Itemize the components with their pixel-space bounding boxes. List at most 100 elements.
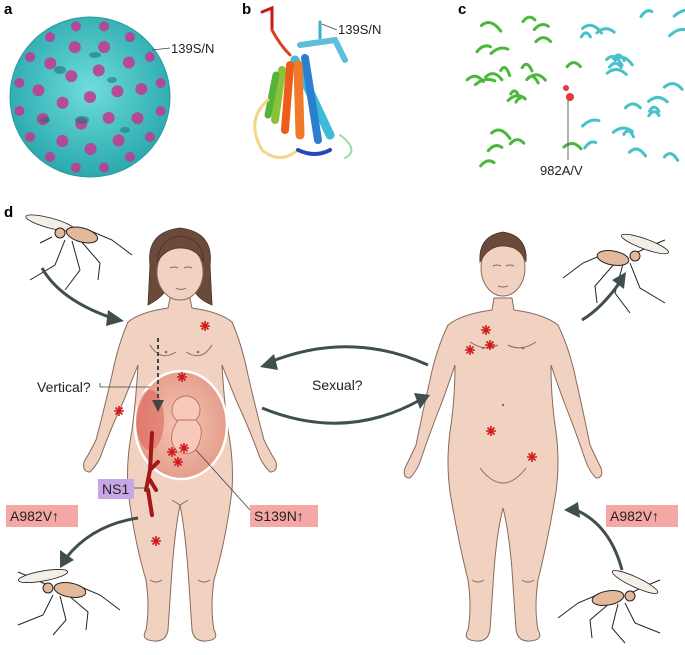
virion-spike <box>44 57 57 70</box>
ribbon-strand <box>579 31 592 39</box>
virion-spike <box>99 21 110 32</box>
virion-spike <box>45 151 55 162</box>
virion-spike <box>14 77 25 88</box>
rash-marker <box>114 406 124 416</box>
tag-s139n-text: S139N↑ <box>254 508 304 524</box>
virion-spike <box>111 85 124 98</box>
virion-spike <box>144 52 155 62</box>
virion-spikes <box>14 21 166 173</box>
rash-marker <box>485 340 495 350</box>
virion-spike <box>84 143 97 155</box>
mosquito-top-left <box>25 214 133 291</box>
virion-spike <box>45 32 55 43</box>
ribbon-strand <box>521 15 537 24</box>
ribbon-strand <box>562 142 583 151</box>
female-figure <box>83 227 277 642</box>
virion-spike <box>122 56 135 69</box>
tag-a982v-right: A982V↑ <box>606 505 678 527</box>
leader-b <box>321 23 338 31</box>
ribbon-strand <box>532 23 550 31</box>
ribbon-strand <box>639 9 654 18</box>
virion-spike <box>125 151 135 162</box>
ribbon-strand <box>506 94 526 102</box>
virion-spike <box>144 132 155 142</box>
virion-spike <box>155 106 166 117</box>
rash-marker <box>151 536 161 546</box>
ribbon-strand <box>612 53 626 63</box>
rash-marker <box>179 443 189 453</box>
ribbon-strand <box>526 73 547 82</box>
panel-letter-b: b <box>242 1 251 18</box>
ribbon-strand <box>479 159 496 168</box>
tag-a982v-right-text: A982V↑ <box>610 508 659 524</box>
protein-dimer-c <box>465 8 685 168</box>
rash-marker <box>465 345 475 355</box>
tag-ns1: NS1 <box>98 479 134 499</box>
ribbon-strand <box>662 152 680 162</box>
ribbon-strand <box>672 8 685 18</box>
ribbon-strand <box>583 140 598 150</box>
transmission-arrows <box>40 267 626 571</box>
ribbon-strand <box>484 72 504 82</box>
virion-spike <box>14 106 25 116</box>
ribbon-strand <box>479 21 503 33</box>
fetus <box>171 395 202 454</box>
mosquito-top-right <box>562 233 669 314</box>
virion-spike <box>125 32 135 43</box>
leader-a <box>151 47 171 51</box>
mosquito-bottom-left <box>17 569 121 636</box>
ribbon-strand <box>622 129 635 139</box>
virion-spike <box>56 135 69 147</box>
ribbon-strand <box>581 118 601 128</box>
rash-marker <box>167 447 177 457</box>
ribbon-strand <box>565 61 582 69</box>
tag-a982v-left-text: A982V↑ <box>10 508 59 524</box>
virion-structure <box>9 16 171 178</box>
leader-s139n <box>195 449 251 511</box>
virion-spike <box>71 21 81 32</box>
virion-spike <box>70 162 81 173</box>
virion-spike <box>155 78 166 88</box>
ribbon-strand <box>623 102 642 110</box>
ribbon-strand <box>627 147 647 158</box>
virion-spike <box>92 64 105 77</box>
virion-spike <box>84 91 96 103</box>
protein-ribbon-b <box>253 5 353 159</box>
virion-spike <box>135 83 148 95</box>
ribbon-strand <box>608 61 623 69</box>
ribbon-strand <box>534 36 553 44</box>
rash-marker <box>486 426 496 436</box>
ribbon-strand <box>647 96 669 104</box>
rash-marker <box>177 372 187 382</box>
rash-marker <box>527 452 537 462</box>
ribbon-strand <box>475 44 492 54</box>
ribbon-strand <box>486 144 504 153</box>
label-sexual: Sexual? <box>312 377 363 393</box>
ribbon-strand <box>648 105 661 113</box>
ribbon-strand <box>668 27 685 38</box>
rash-marker <box>200 321 210 331</box>
virion-spike <box>32 84 45 97</box>
tag-s139n: S139N↑ <box>250 505 318 527</box>
ribbon-strand <box>499 66 512 78</box>
virion-spike <box>131 112 144 125</box>
virion-spike <box>98 41 111 53</box>
label-982av: 982A/V <box>540 163 583 178</box>
virion-spike <box>25 52 36 62</box>
ribbon-strand <box>473 77 497 87</box>
tag-ns1-text: NS1 <box>102 481 129 497</box>
male-figure <box>403 231 603 642</box>
ribbon-strand <box>605 67 628 76</box>
virion-spike <box>102 111 115 124</box>
ribbon-strand <box>595 27 616 35</box>
virion-spike <box>99 162 109 173</box>
panel-letter-d: d <box>4 204 13 221</box>
ribbon-strand <box>647 110 661 118</box>
virion-spike <box>65 70 78 83</box>
ribbon-strand <box>489 46 510 55</box>
panel-letter-c: c <box>458 1 466 18</box>
tag-a982v-left: A982V↑ <box>6 505 78 527</box>
rash-marker <box>481 325 491 335</box>
virion-spike <box>56 96 69 109</box>
